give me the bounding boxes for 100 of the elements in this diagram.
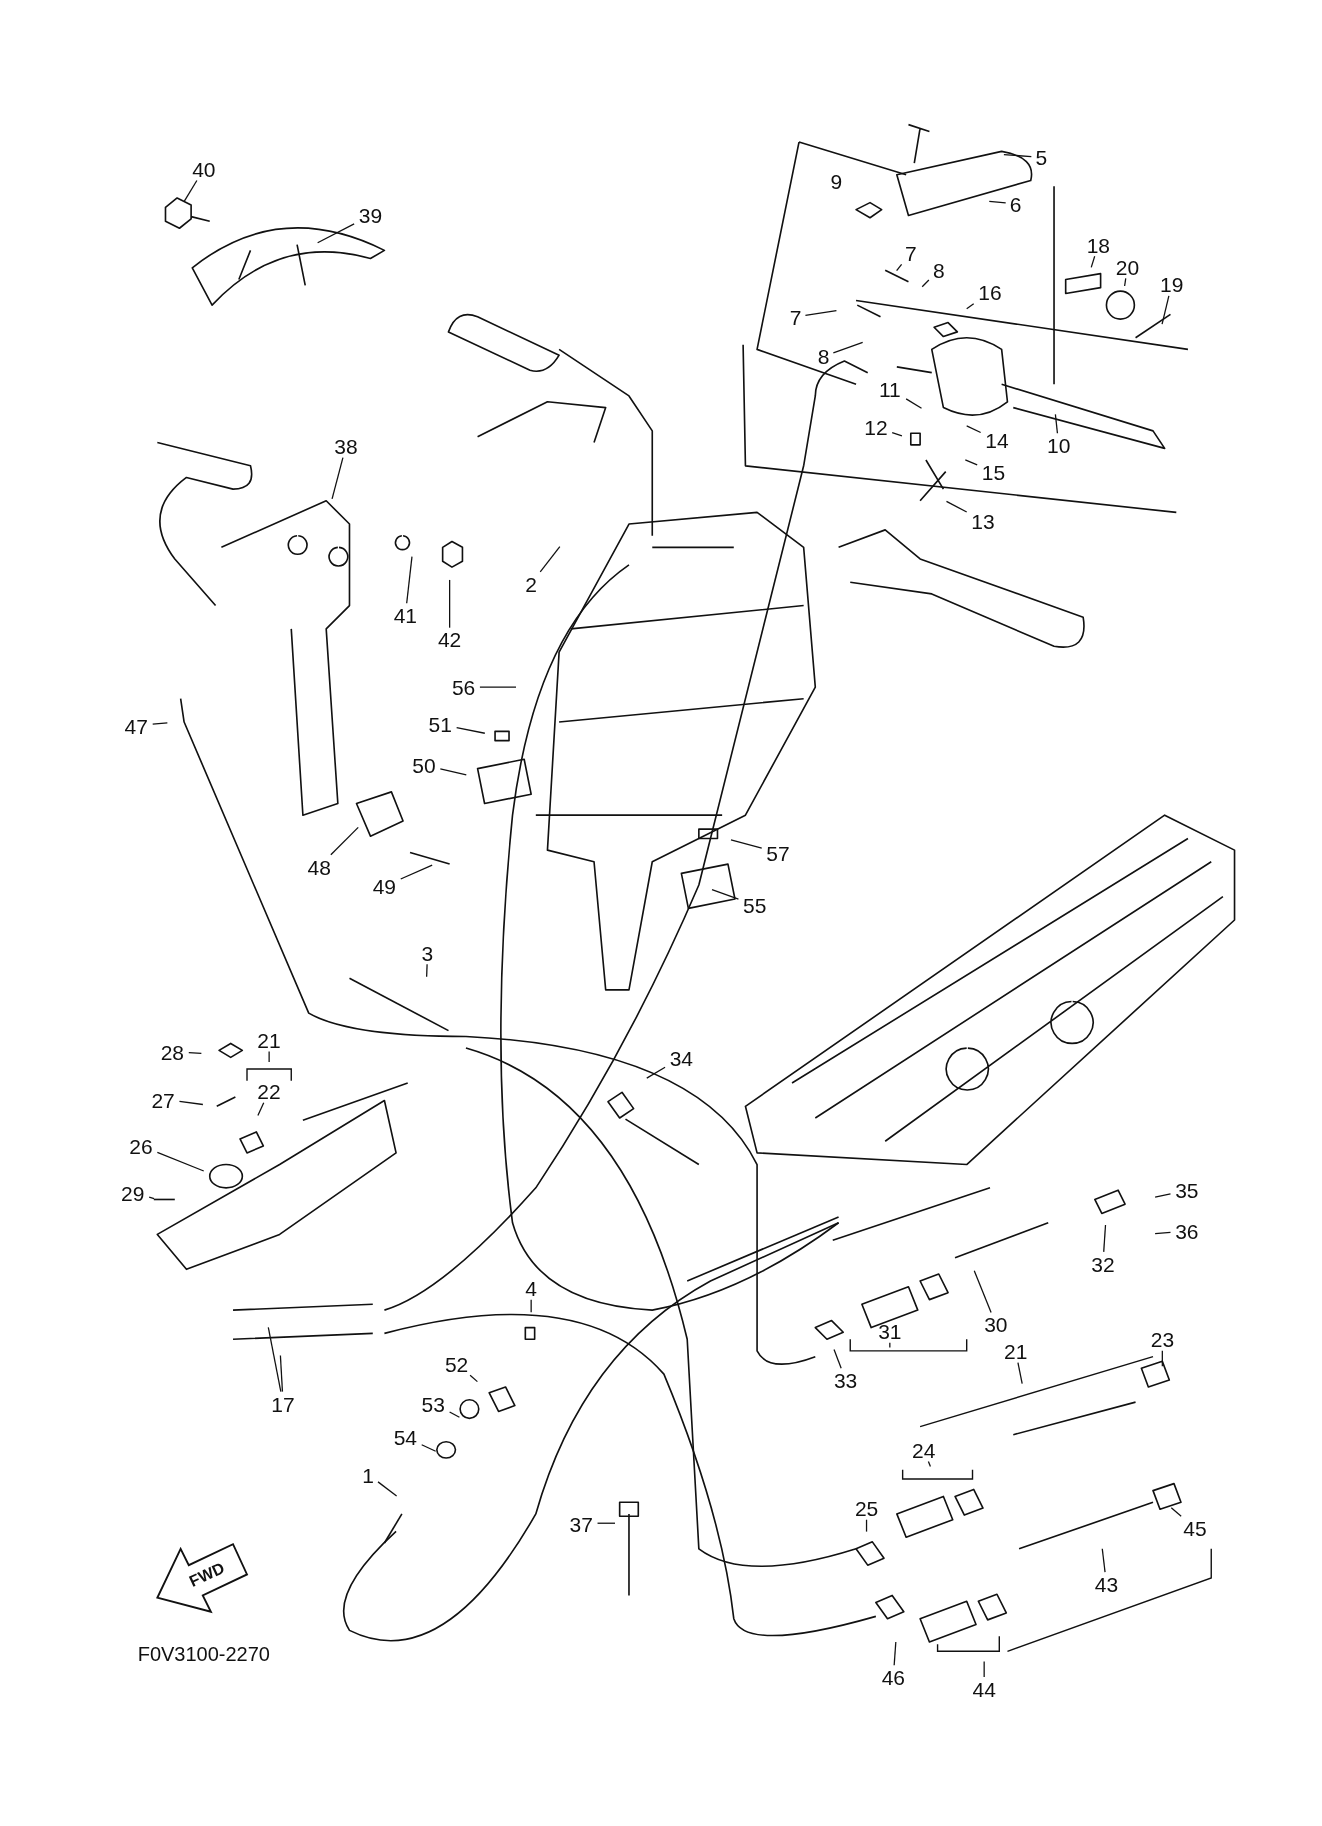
- leader-line: [983, 1660, 985, 1678]
- callout-number: 33: [833, 1369, 858, 1391]
- leader-line: [406, 555, 413, 604]
- callout-number: 23: [1150, 1328, 1175, 1350]
- leader-line: [456, 726, 486, 734]
- callout-number: 11: [878, 378, 901, 400]
- leader-line: [865, 1519, 868, 1533]
- callout-number: 19: [1160, 273, 1184, 295]
- leader-line: [279, 1354, 284, 1393]
- callout-number: 7: [789, 306, 802, 328]
- leader-line: [152, 722, 168, 725]
- callout-number: 44: [972, 1678, 996, 1700]
- leader-line: [257, 1102, 265, 1117]
- callout-number: 31: [878, 1320, 902, 1342]
- callout-number: 35: [1175, 1179, 1199, 1201]
- callout-number: 8: [932, 259, 945, 281]
- leader-line: [730, 839, 763, 849]
- callout-number: 48: [307, 856, 331, 878]
- leader-line: [148, 1196, 155, 1200]
- leader-line: [964, 459, 978, 466]
- callout-number: 36: [1175, 1220, 1199, 1242]
- diagram-code: F0V3100-2270: [137, 1643, 270, 1664]
- callout-number: 18: [1086, 234, 1111, 256]
- leader-line: [966, 425, 982, 434]
- leader-line: [1103, 1224, 1107, 1253]
- callout-number: 29: [121, 1182, 145, 1204]
- callout-number: 20: [1115, 256, 1140, 278]
- callout-number: 54: [393, 1426, 417, 1448]
- callout-number: 47: [124, 715, 148, 737]
- leader-line: [804, 310, 838, 316]
- leader-line: [479, 686, 517, 688]
- leader-line: [469, 1374, 479, 1383]
- leader-line: [421, 1444, 437, 1452]
- leader-line: [449, 579, 451, 629]
- leader-line: [439, 768, 467, 776]
- leader-line: [896, 263, 903, 272]
- callout-number: 21: [257, 1029, 281, 1051]
- callout-number: 28: [160, 1041, 185, 1063]
- leader-line: [1154, 1231, 1172, 1235]
- leader-line: [596, 1522, 616, 1524]
- callout-number: 2: [525, 573, 537, 595]
- callout-number: 51: [428, 713, 452, 735]
- callout-number: 24: [911, 1439, 936, 1461]
- callout-number: 12: [864, 416, 888, 438]
- leader-line: [539, 546, 561, 573]
- leader-line: [1170, 1507, 1182, 1517]
- callout-number: 32: [1091, 1253, 1115, 1275]
- leader-line: [267, 1326, 282, 1393]
- leader-line: [377, 1481, 398, 1497]
- callout-number: 56: [451, 676, 476, 698]
- leader-line: [183, 179, 198, 202]
- callout-number: 53: [421, 1393, 445, 1415]
- callout-number: 42: [437, 628, 462, 650]
- leader-line: [833, 1348, 842, 1369]
- callout-number: 39: [358, 204, 383, 226]
- leader-line: [893, 1641, 897, 1666]
- leader-line: [945, 500, 968, 513]
- leader-line: [331, 457, 344, 500]
- callout-number: 41: [393, 604, 417, 626]
- callout-number: 26: [129, 1135, 153, 1157]
- callout-number: 10: [1047, 434, 1071, 456]
- leader-line: [156, 1151, 205, 1172]
- leader-line: [400, 864, 433, 880]
- leader-line: [921, 279, 930, 288]
- leader-line: [889, 1342, 891, 1349]
- leader-line: [530, 1299, 532, 1313]
- leader-line: [317, 223, 355, 244]
- callout-number: 57: [766, 842, 790, 864]
- leader-line: [1090, 255, 1096, 268]
- callout-number: 49: [372, 875, 397, 897]
- leader-line: [268, 1050, 270, 1063]
- leader-line: [988, 200, 1007, 204]
- leader-line: [178, 1100, 204, 1106]
- leader-line: [1124, 277, 1127, 287]
- callout-number: 8: [817, 345, 830, 367]
- leader-line: [1054, 413, 1059, 434]
- callout-number: 38: [334, 435, 358, 457]
- callout-number: 3: [421, 942, 434, 964]
- leader-line: [1161, 295, 1170, 325]
- callout-number: 46: [881, 1666, 906, 1688]
- callout-number: 50: [412, 754, 436, 776]
- leader-line: [188, 1051, 202, 1055]
- callout-number: 45: [1183, 1517, 1207, 1539]
- callout-number: 30: [984, 1313, 1008, 1335]
- callout-number: 9: [830, 170, 843, 192]
- leader-line: [905, 398, 923, 409]
- callout-number: 1: [362, 1464, 374, 1486]
- callout-number: 22: [257, 1080, 281, 1102]
- leader-line: [973, 1270, 992, 1314]
- callout-number: 25: [854, 1497, 879, 1519]
- callout-number: 15: [981, 461, 1006, 483]
- callout-number: 7: [905, 242, 917, 264]
- callout-number: 52: [444, 1353, 469, 1375]
- leader-line: [966, 303, 975, 310]
- leader-line: [1101, 1548, 1106, 1573]
- leader-line: [1154, 1193, 1172, 1198]
- callout-number: 37: [569, 1513, 593, 1534]
- callout-number: 34: [669, 1047, 694, 1069]
- callout-number: 4: [525, 1277, 537, 1299]
- leader-line: [426, 963, 428, 978]
